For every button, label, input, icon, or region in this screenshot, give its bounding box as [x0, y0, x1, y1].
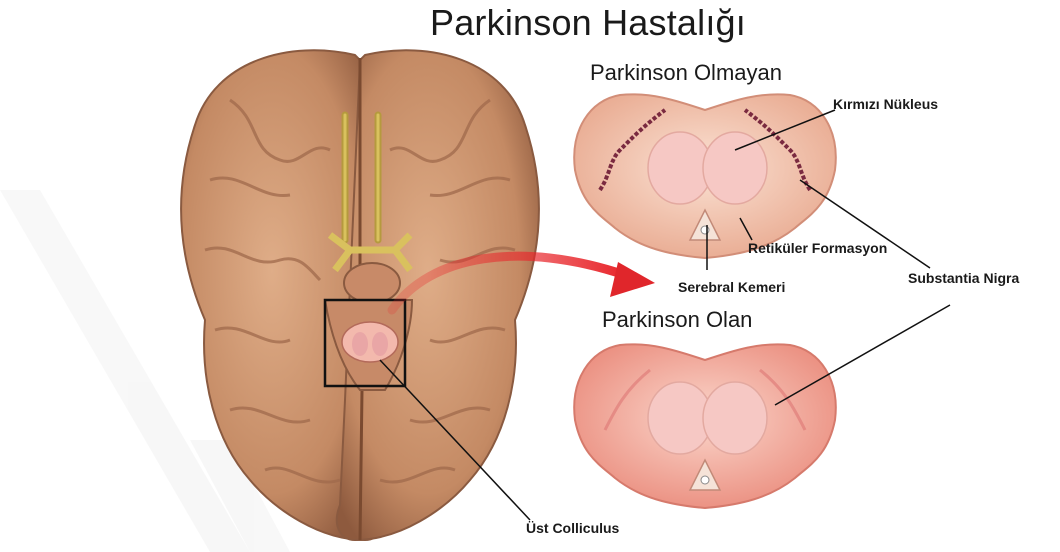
page-title: Parkinson Hastalığı	[430, 2, 746, 44]
midbrain-parkinson	[574, 344, 836, 508]
label-reticular-formation: Retiküler Formasyon	[748, 240, 887, 256]
label-substantia-nigra: Substantia Nigra	[908, 270, 1019, 286]
section-label-parkinson: Parkinson Olan	[602, 307, 752, 333]
label-cerebral-aqueduct: Serebral Kemeri	[678, 279, 785, 295]
midbrain-normal	[574, 94, 836, 258]
section-label-normal: Parkinson Olmayan	[590, 60, 782, 86]
label-superior-colliculus: Üst Colliculus	[526, 520, 619, 536]
label-red-nucleus: Kırmızı Nükleus	[833, 96, 938, 112]
